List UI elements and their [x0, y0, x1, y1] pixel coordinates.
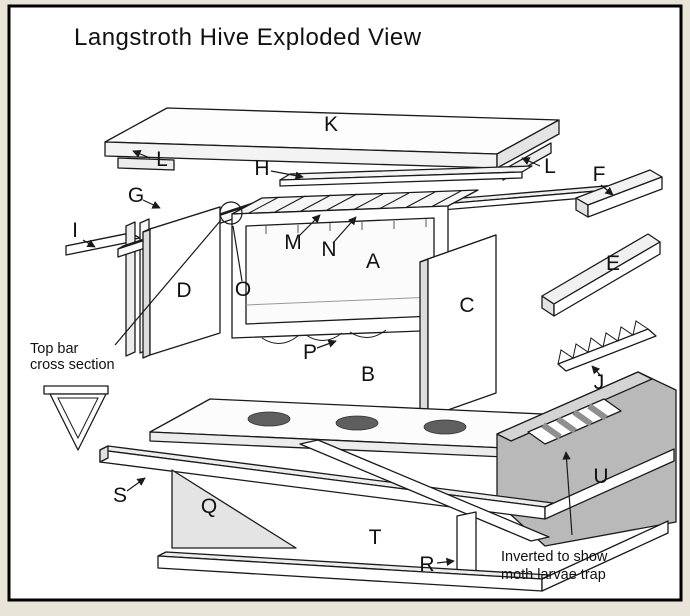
label-T: T [369, 526, 382, 549]
label-J: J [594, 371, 605, 394]
interior-line [245, 296, 435, 306]
part-right-wall [419, 234, 497, 421]
label-O: O [235, 278, 251, 301]
label-B: B [361, 363, 375, 386]
part-landing-board [541, 233, 661, 317]
label-D: D [176, 279, 191, 302]
leader-N [332, 216, 357, 244]
leader-M [298, 214, 321, 237]
stand-side-rail-lower [541, 520, 669, 592]
leader-trap [562, 451, 573, 536]
label-N: N [321, 238, 336, 261]
label-L-right: L [544, 155, 556, 178]
right-wall-face [427, 234, 497, 418]
leader-L-right [521, 157, 541, 167]
top-bar-callout-circle [219, 201, 243, 225]
inverted-cover-rim [496, 371, 653, 442]
landing-board-front [553, 241, 661, 317]
stand-diagonal-strut [299, 439, 550, 542]
leader-cross-section [114, 219, 222, 346]
diagram-title: Langstroth Hive Exploded View [74, 24, 422, 51]
leader-H [270, 170, 304, 180]
entrance-bar-front [587, 176, 663, 218]
inner-cover-front [279, 171, 523, 187]
part-left-wall [142, 206, 221, 359]
leader-I [82, 239, 96, 248]
label-P: P [303, 341, 317, 364]
serrated-edge [557, 320, 649, 365]
stand-gusset-triangle [171, 469, 297, 549]
leader-lines [82, 149, 614, 567]
annotation-trap-line2: moth larvae trap [501, 567, 606, 583]
part-frame-bottoms [261, 329, 387, 344]
cover-rim-left [117, 157, 175, 171]
leader-R [436, 557, 455, 567]
hive-body-opening [245, 217, 435, 325]
cover-right-face [496, 119, 560, 169]
part-entrance-bar [575, 169, 663, 218]
label-A: A [366, 250, 380, 273]
leader-F [600, 184, 614, 196]
label-Q: Q [201, 495, 217, 518]
ventilation-holes [247, 411, 467, 435]
left-wall-face [149, 206, 221, 356]
leader-L-left [132, 149, 151, 159]
stand-rail-endcap [99, 445, 109, 463]
label-U: U [593, 465, 608, 488]
part-inner-cover [279, 165, 533, 187]
division-board-1 [125, 221, 136, 357]
trap-slats [541, 403, 608, 440]
top-bar-cross-section-figure [43, 385, 109, 451]
label-H: H [254, 157, 269, 180]
left-wall-edge [142, 228, 151, 359]
leader-O [232, 225, 243, 282]
annotation-trap-line1: Inverted to show [501, 549, 608, 565]
label-L-left: L [156, 148, 168, 171]
cross-section-wedge-inner [57, 397, 99, 440]
leader-P [316, 339, 337, 349]
top-bar-ends [265, 219, 427, 234]
leader-G [142, 199, 161, 209]
label-S: S [113, 484, 127, 507]
leader-J [591, 365, 602, 377]
label-C: C [459, 294, 474, 317]
part-labels: K L L H G I F E M N A D O C P B J U S Q … [72, 113, 620, 576]
label-I: I [72, 219, 78, 242]
part-serrated-strip [557, 320, 657, 372]
right-wall-edge [419, 258, 429, 421]
leader-S [126, 477, 146, 492]
label-F: F [593, 163, 606, 186]
stand-side-rail-upper [544, 448, 675, 520]
label-M: M [284, 231, 302, 254]
part-hive-body [231, 189, 479, 339]
annotation-cross-section-line1: Top bar [30, 341, 79, 357]
part-hive-stand [99, 439, 675, 592]
annotation-cross-section-line2: cross section [30, 357, 115, 373]
label-G: G [128, 184, 144, 207]
label-R: R [419, 553, 434, 576]
cross-section-bar [43, 385, 109, 395]
label-E: E [606, 252, 620, 275]
cross-section-wedge-outer [49, 393, 107, 451]
annotations: Top bar cross section Inverted to show m… [30, 341, 608, 583]
label-K: K [324, 113, 338, 136]
top-bars [248, 190, 462, 214]
